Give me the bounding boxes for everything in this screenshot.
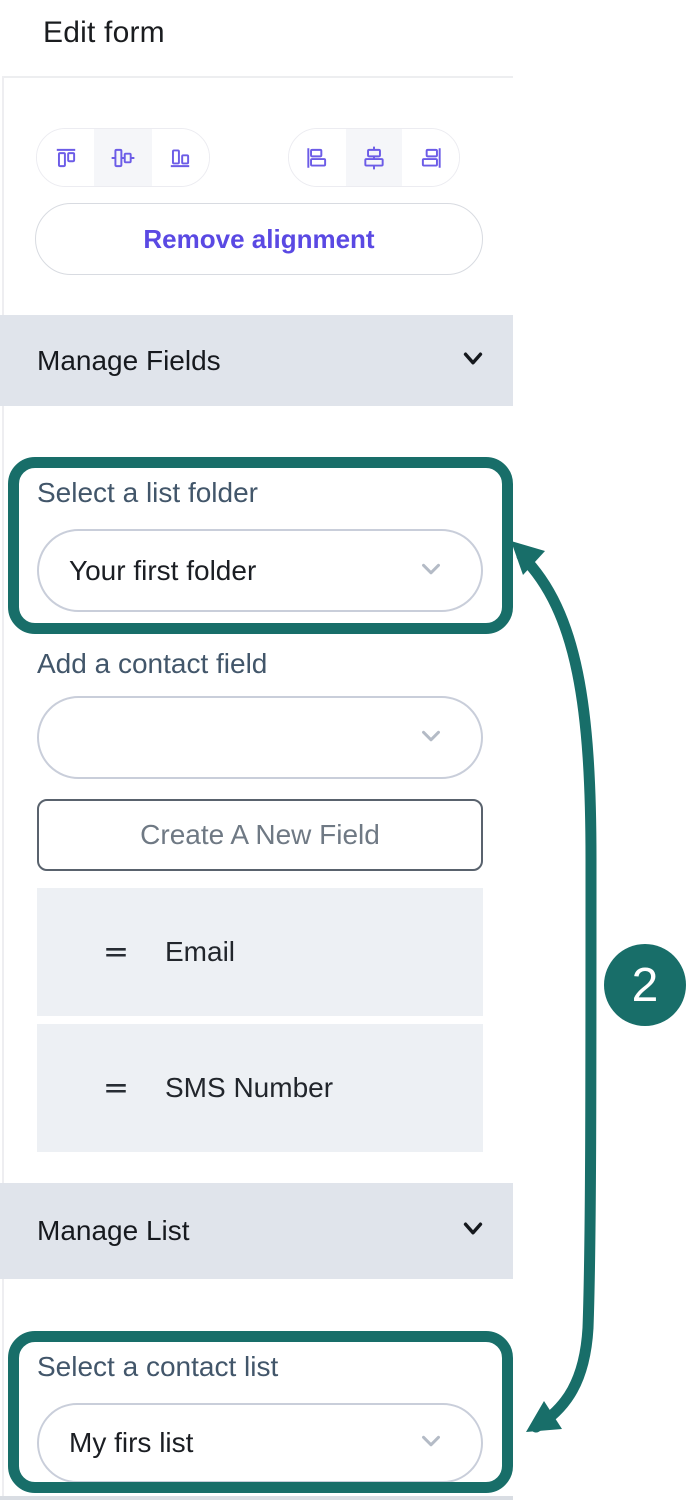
align-middle-vertical-icon bbox=[110, 145, 136, 171]
chevron-down-icon bbox=[415, 719, 447, 756]
field-row-label: SMS Number bbox=[165, 1072, 334, 1103]
align-top-icon bbox=[53, 145, 79, 171]
drag-handle-icon[interactable] bbox=[103, 1075, 129, 1101]
next-section-header-edge bbox=[0, 1496, 513, 1500]
panel-left-border bbox=[2, 76, 4, 1496]
annotation-step-badge: 2 bbox=[604, 944, 686, 1026]
chevron-down-icon bbox=[457, 342, 489, 379]
manage-fields-label: Manage Fields bbox=[37, 344, 221, 376]
list-folder-value: Your first folder bbox=[69, 554, 257, 586]
align-bottom-button[interactable] bbox=[151, 129, 209, 186]
contact-field-select[interactable] bbox=[37, 696, 483, 779]
contact-list-value: My firs list bbox=[69, 1427, 194, 1458]
create-new-field-button[interactable]: Create A New Field bbox=[37, 799, 483, 871]
contact-list-label: Select a contact list bbox=[37, 1351, 279, 1382]
page-title: Edit form bbox=[43, 16, 165, 49]
align-bottom-icon bbox=[167, 145, 193, 171]
align-top-button[interactable] bbox=[37, 129, 95, 186]
vertical-align-toolbar bbox=[36, 128, 210, 187]
align-center-horizontal-icon bbox=[361, 145, 387, 171]
step-number: 2 bbox=[631, 958, 659, 1012]
list-folder-label: Select a list folder bbox=[37, 477, 258, 508]
title-divider bbox=[2, 76, 513, 78]
align-middle-button[interactable] bbox=[94, 129, 152, 186]
manage-list-header[interactable]: Manage List bbox=[0, 1183, 513, 1279]
manage-list-label: Manage List bbox=[37, 1215, 190, 1246]
arrowhead-up-icon bbox=[511, 541, 545, 575]
field-row-label: Email bbox=[165, 936, 236, 967]
contact-field-label: Add a contact field bbox=[37, 648, 268, 679]
field-row-email[interactable]: Email bbox=[37, 888, 483, 1016]
chevron-down-icon bbox=[415, 1425, 447, 1462]
arrowhead-down-icon bbox=[526, 1401, 562, 1432]
chevron-down-icon bbox=[457, 1213, 489, 1250]
remove-alignment-button[interactable]: Remove alignment bbox=[35, 203, 483, 275]
align-right-button[interactable] bbox=[402, 129, 459, 186]
contact-list-select[interactable]: My firs list bbox=[37, 1403, 483, 1483]
annotation-arrow-curve bbox=[516, 550, 597, 1433]
align-left-button[interactable] bbox=[289, 129, 346, 186]
chevron-down-icon bbox=[415, 552, 447, 589]
list-folder-select[interactable]: Your first folder bbox=[37, 529, 483, 612]
align-center-button[interactable] bbox=[345, 129, 403, 186]
align-right-icon bbox=[418, 145, 444, 171]
field-row-sms-number[interactable]: SMS Number bbox=[37, 1024, 483, 1152]
drag-handle-icon[interactable] bbox=[103, 939, 129, 965]
align-left-icon bbox=[304, 145, 330, 171]
manage-fields-header[interactable]: Manage Fields bbox=[0, 315, 513, 406]
horizontal-align-toolbar bbox=[288, 128, 460, 187]
